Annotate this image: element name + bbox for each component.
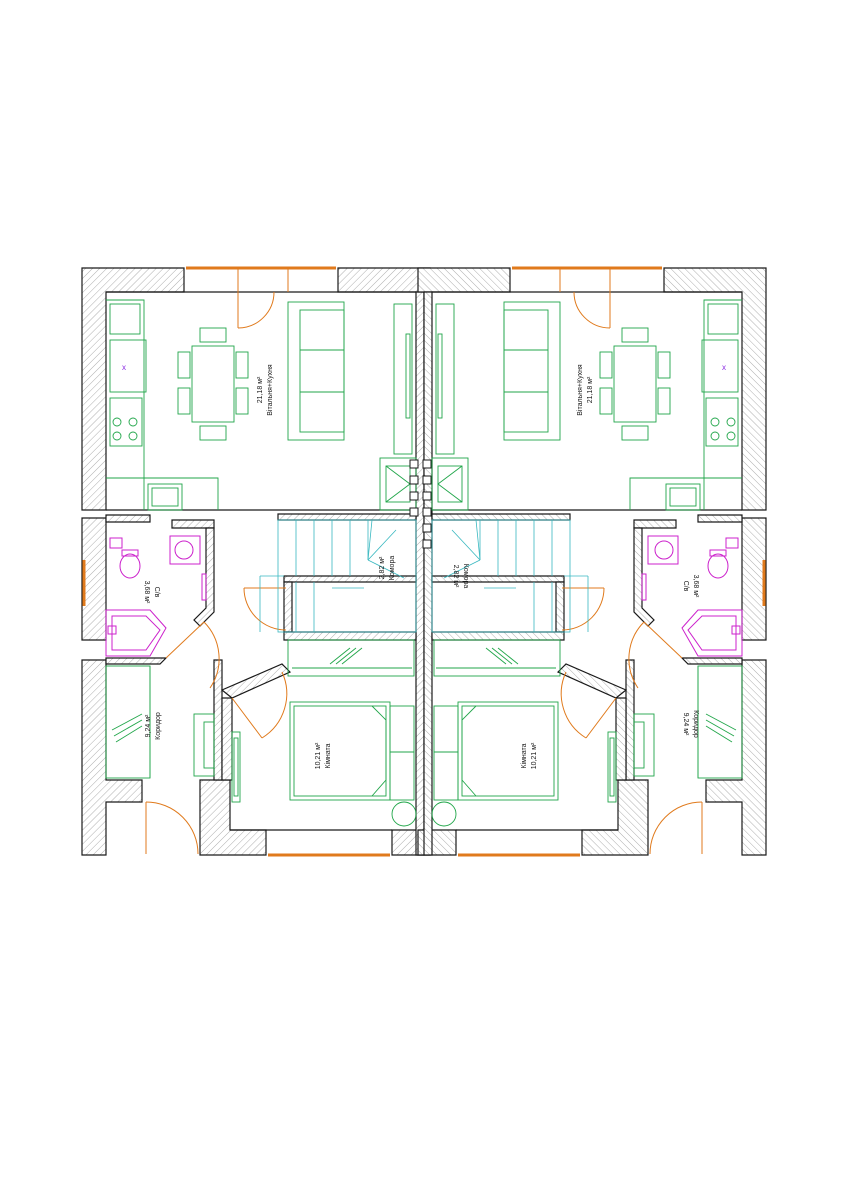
label-bath-left: С/в 3,68 м² bbox=[143, 581, 160, 604]
room-area: 21,18 м² bbox=[257, 376, 264, 403]
room-name: Кімната bbox=[520, 743, 528, 768]
room-area: 2,82 м² bbox=[379, 556, 386, 579]
room-name: Коридор bbox=[692, 710, 699, 738]
label-bedroom-right: Кімната 10,21 м² bbox=[520, 742, 538, 769]
room-name: Кімната bbox=[324, 743, 332, 768]
room-name: Вітальня+Кухня bbox=[266, 364, 274, 416]
room-name: С/в bbox=[682, 581, 689, 592]
unit-right bbox=[416, 266, 768, 857]
room-area: 21,18 м² bbox=[587, 376, 594, 403]
room-area: 9,24 м² bbox=[682, 713, 689, 736]
room-area: 3,68 м² bbox=[143, 581, 150, 604]
room-area: 3,68 м² bbox=[692, 575, 699, 598]
room-area: 2,82 м² bbox=[452, 565, 459, 588]
room-name: Комора bbox=[462, 564, 469, 589]
room-name: Вітальня+Кухня bbox=[576, 364, 584, 416]
vent-column bbox=[409, 459, 432, 549]
room-name: Коридор bbox=[155, 712, 162, 740]
label-corridor-left: 9,24 м² Коридор bbox=[145, 712, 162, 740]
label-bedroom-left: 10,21 м² Кімната bbox=[315, 742, 332, 769]
label-storage-right: Комора 2,82 м² bbox=[452, 564, 469, 589]
room-area: 9,24 м² bbox=[145, 714, 152, 737]
label-corridor-right: Коридор 9,24 м² bbox=[682, 710, 699, 738]
room-area: 10,21 м² bbox=[531, 742, 538, 769]
room-area: 10,21 м² bbox=[315, 742, 322, 769]
label-storage-left: 2,82 м² Комора bbox=[379, 556, 396, 581]
label-living-left: 21,18 м² Вітальня+Кухня bbox=[257, 364, 274, 416]
room-name: С/в bbox=[153, 587, 160, 598]
unit-left bbox=[80, 266, 432, 857]
label-living-right: Вітальня+Кухня 21,18 м² bbox=[576, 364, 594, 416]
label-bath-right: 3,68 м² С/в bbox=[682, 575, 699, 598]
room-name: Комора bbox=[389, 556, 396, 581]
